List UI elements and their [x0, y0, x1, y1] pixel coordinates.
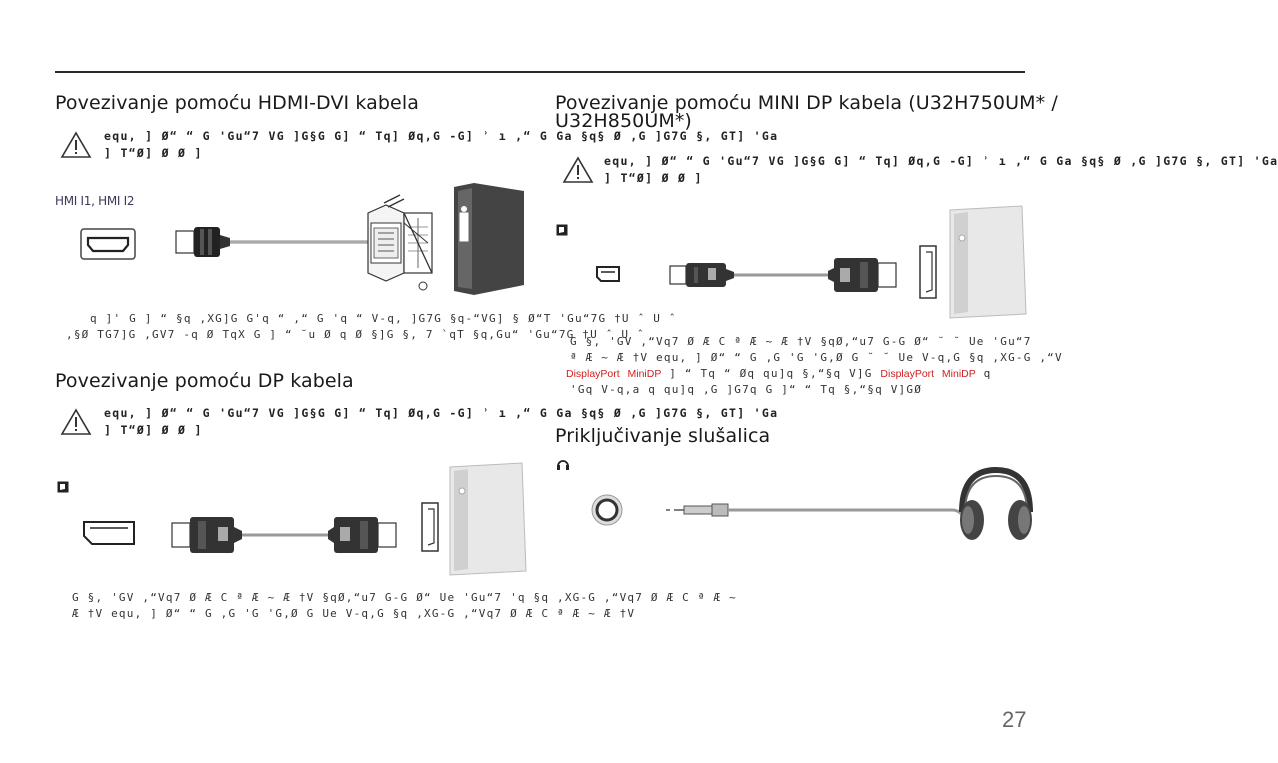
warning-icon [562, 156, 594, 183]
headphone-marker-icon [557, 460, 569, 470]
mini-dp-body-line3: DisplayPort MiniDP ] “ Tq “ Øq qu]q §,“§… [566, 366, 1080, 382]
mini-dp-warning: equ, ] Ø“ “ G 'Gu“7 VG ]G§G G] “ Tq] Øq,… [604, 153, 1278, 189]
hdmi-dvi-warning: equ, ] Ø“ “ G 'Gu“7 VG ]G§G G] “ Tq] Øq,… [104, 128, 779, 164]
mini-dp-marker-icon [556, 224, 568, 236]
monitor-back-icon [421, 462, 527, 576]
dp-warning-line1: equ, ] Ø“ “ G 'Gu“7 VG ]G§G G] “ Tq] Øq,… [104, 406, 779, 420]
headphones-icon [959, 466, 1033, 540]
dp-port-marker-icon [57, 481, 69, 493]
monitor-back-icon [919, 205, 1027, 319]
section-title-headphones: Priključivanje slušalica [555, 425, 771, 447]
hdmi-dvi-body-line1: q ]' G ] “ §q ,XG]G G'q “ ,“ G 'q “ V-q,… [90, 312, 677, 325]
section-title-mini-dp: Povezivanje pomoću MINI DP kabela (U32H7… [555, 92, 1058, 132]
mini-displayport-icon [596, 266, 620, 282]
hdmi-port-label: HMI I1, HMI I2 [55, 194, 135, 208]
hdmi-dvi-warning-line1: equ, ] Ø“ “ G 'Gu“7 VG ]G§G G] “ Tq] Øq,… [104, 129, 779, 143]
section-title-hdmi-dvi: Povezivanje pomoću HDMI-DVI kabela [55, 92, 419, 114]
red-text-minidp-2: MiniDP [941, 368, 976, 380]
headphone-jack-icon [591, 494, 623, 526]
red-text-minidp: MiniDP [627, 368, 662, 380]
mini-dp-title-line1: Povezivanje pomoću MINI DP kabela (U32H7… [555, 92, 1058, 114]
dp-warning: equ, ] Ø“ “ G 'Gu“7 VG ]G§G G] “ Tq] Øq,… [104, 405, 804, 441]
red-text-displayport: DisplayPort [566, 368, 620, 380]
mini-dp-body-line4: 'Gq V-q,a q qu]q ,G ]G7q G ]“ “ Tq §,“§q… [570, 383, 923, 396]
mini-dp-body-line2: ª Æ ~ Æ †V equ, ] Ø“ “ G ,G 'G 'G,Ø G ˘ … [570, 351, 1063, 364]
mini-dp-warning-line2: ] T“Ø] Ø Ø ] [604, 171, 703, 185]
mini-dp-warning-line1: equ, ] Ø“ “ G 'Gu“7 VG ]G§G G] “ Tq] Øq,… [604, 154, 1278, 168]
headphones-cable-illustration [666, 466, 1033, 540]
hdmi-dvi-body-line2: ,§Ø TG7]G ,GV7 -q Ø TqX G ] “ ˘u Ø q Ø §… [66, 328, 645, 341]
dp-body: G §, 'GV ,“Vq7 Ø Æ C ª Æ ~ Æ †V §qØ,“u7 … [72, 590, 832, 626]
dp-body-line2: Æ †V equ, ] Ø“ “ G ,G 'G 'G,Ø G Ue V-q,G… [72, 607, 636, 620]
monitor-back-icon [454, 183, 524, 295]
top-rule [55, 71, 1025, 73]
mini-dp-body-line3-tail: q [983, 367, 992, 380]
dp-warning-line2: ] T“Ø] Ø Ø ] [104, 423, 203, 437]
mini-dp-body-line3-mid: ] “ Tq “ Øq qu]q §,“§q V]G [669, 367, 873, 380]
hdmi-dvi-warning-line2: ] T“Ø] Ø Ø ] [104, 146, 203, 160]
mini-dp-body-line1: G §, 'GV ,“Vq7 Ø Æ C ª Æ ~ Æ †V §qØ,“u7 … [570, 335, 1032, 348]
section-title-dp: Povezivanje pomoću DP kabela [55, 370, 354, 392]
hdmi-port-icon [80, 228, 136, 260]
displayport-icon [83, 521, 135, 545]
mini-dp-title-line2: U32H850UM*) [555, 110, 692, 132]
warning-icon [60, 131, 92, 158]
page-number: 27 [1002, 707, 1027, 732]
hdmi-dvi-cable-illustration [175, 194, 433, 291]
dp-cable-illustration [171, 517, 397, 553]
mini-dp-cable-illustration [669, 258, 897, 292]
hdmi-dvi-body: q ]' G ] “ §q ,XG]G G'q “ ,“ G 'q “ V-q,… [66, 311, 677, 347]
mini-dp-body: G §, 'GV ,“Vq7 Ø Æ C ª Æ ~ Æ †V §qØ,“u7 … [566, 334, 1080, 406]
red-text-displayport-2: DisplayPort [880, 368, 935, 380]
warning-icon [60, 408, 92, 435]
dp-body-line1: G §, 'GV ,“Vq7 Ø Æ C ª Æ ~ Æ †V §qØ,“u7 … [72, 591, 737, 604]
